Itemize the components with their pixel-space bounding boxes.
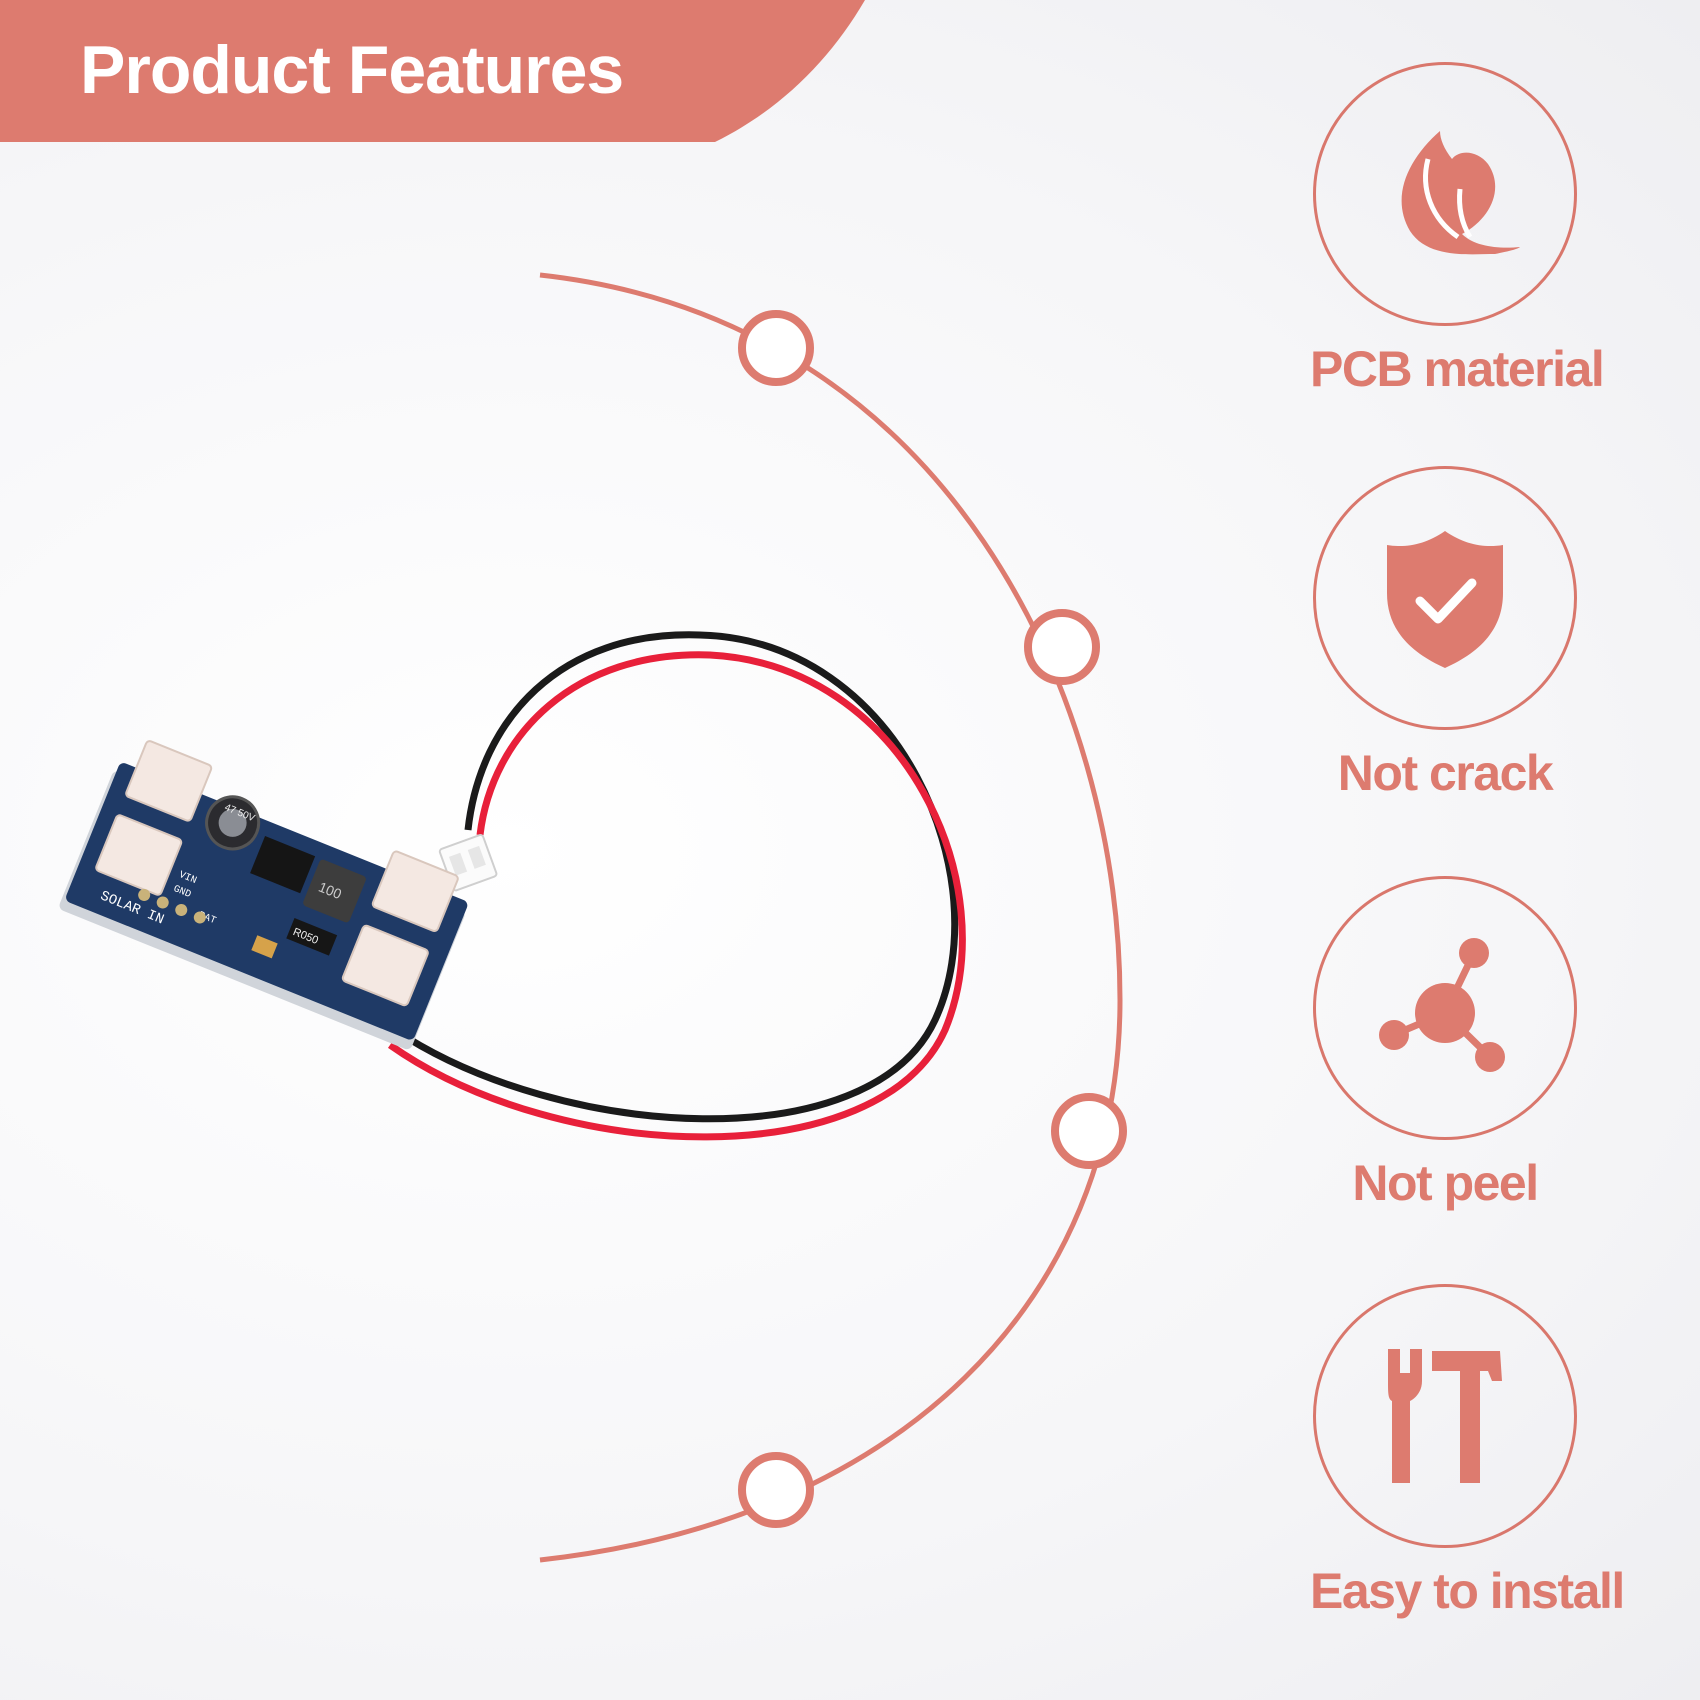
arc-node [738, 310, 814, 386]
arc-node [1024, 609, 1100, 685]
arc-node [738, 1452, 814, 1528]
page-title: Product Features [80, 32, 624, 108]
feature-label: Not peel [1352, 1155, 1539, 1211]
tools-icon [1388, 1349, 1502, 1483]
red-wire [387, 651, 966, 1141]
feature-pcb-material: PCB material [1310, 62, 1605, 398]
header-banner [0, 0, 865, 142]
feature-circle [1313, 62, 1577, 326]
feature-label: PCB material [1310, 341, 1605, 397]
molecule-icon [1379, 938, 1505, 1072]
leaf-icon [1401, 131, 1520, 255]
arc-node [1051, 1093, 1127, 1169]
feature-circle [1313, 466, 1577, 730]
feature-not-peel: Not peel [1310, 876, 1580, 1212]
feature-easy-to-install: Easy to install [1310, 1284, 1625, 1620]
feature-label: Easy to install [1310, 1563, 1625, 1619]
feature-label: Not crack [1337, 745, 1554, 801]
shield-check-icon [1387, 531, 1503, 668]
feature-not-crack: Not crack [1310, 466, 1580, 802]
pcb-board: 47 50V 100 R050 SOLAR IN VIN GND BAT [59, 740, 468, 1050]
feature-circle [1313, 876, 1577, 1140]
feature-circle [1313, 1284, 1577, 1548]
